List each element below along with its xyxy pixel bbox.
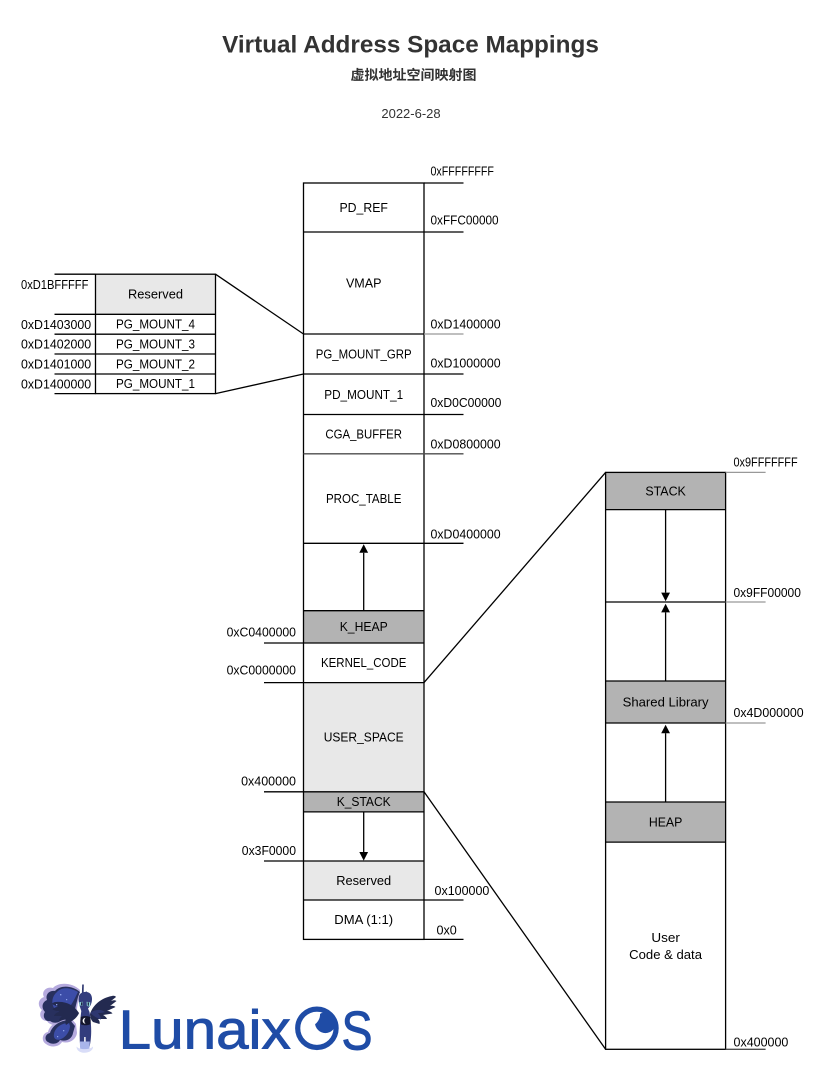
svg-text:0xD1000000: 0xD1000000 — [431, 355, 501, 370]
svg-text:0x0: 0x0 — [437, 923, 457, 938]
svg-text:0xD0C00000: 0xD0C00000 — [431, 395, 502, 410]
svg-text:0xD0800000: 0xD0800000 — [431, 436, 501, 451]
svg-text:0x100000: 0x100000 — [435, 883, 490, 898]
svg-text:USER_SPACE: USER_SPACE — [324, 730, 404, 745]
svg-text:Reserved: Reserved — [128, 287, 183, 302]
svg-text:0xFFFFFFFF: 0xFFFFFFFF — [431, 164, 494, 179]
svg-text:HEAP: HEAP — [649, 815, 683, 830]
svg-text:VMAP: VMAP — [346, 275, 382, 290]
svg-text:K_STACK: K_STACK — [337, 794, 391, 809]
svg-text:PG_MOUNT_GRP: PG_MOUNT_GRP — [316, 346, 412, 361]
svg-text:0xC0400000: 0xC0400000 — [227, 624, 296, 639]
svg-text:PROC_TABLE: PROC_TABLE — [326, 491, 402, 506]
svg-text:PG_MOUNT_4: PG_MOUNT_4 — [116, 317, 195, 332]
svg-text:User: User — [651, 930, 680, 945]
svg-text:PG_MOUNT_2: PG_MOUNT_2 — [116, 356, 195, 371]
svg-text:S: S — [342, 1000, 373, 1062]
svg-text:PD_MOUNT_1: PD_MOUNT_1 — [324, 387, 403, 402]
svg-text:0xD1400000: 0xD1400000 — [21, 377, 91, 392]
svg-text:STACK: STACK — [645, 483, 686, 498]
svg-text:Code & data: Code & data — [629, 947, 703, 962]
svg-text:0xD1402000: 0xD1402000 — [21, 337, 91, 352]
svg-text:0x9FF00000: 0x9FF00000 — [734, 585, 801, 600]
svg-text:0xD1403000: 0xD1403000 — [21, 317, 91, 332]
svg-text:0xD1BFFFFF: 0xD1BFFFFF — [21, 277, 88, 292]
svg-text:2022-6-28: 2022-6-28 — [381, 106, 440, 121]
svg-text:PG_MOUNT_1: PG_MOUNT_1 — [116, 376, 195, 391]
svg-text:0x4D000000: 0x4D000000 — [734, 705, 804, 720]
svg-text:KERNEL_CODE: KERNEL_CODE — [321, 655, 407, 670]
svg-text:0x3F0000: 0x3F0000 — [242, 843, 296, 858]
svg-text:0xFFC00000: 0xFFC00000 — [431, 212, 499, 227]
svg-text:CGA_BUFFER: CGA_BUFFER — [325, 426, 402, 441]
svg-text:K_HEAP: K_HEAP — [340, 619, 388, 634]
svg-text:Shared Library: Shared Library — [623, 694, 709, 709]
svg-text:Virtual Address Space Mappings: Virtual Address Space Mappings — [222, 31, 599, 58]
svg-text:Reserved: Reserved — [336, 873, 391, 888]
svg-text:0xC0000000: 0xC0000000 — [227, 662, 296, 677]
svg-text:PG_MOUNT_3: PG_MOUNT_3 — [116, 337, 195, 352]
svg-text:Lunaix: Lunaix — [119, 998, 291, 1060]
svg-text:0xD1400000: 0xD1400000 — [431, 316, 501, 331]
svg-text:0x9FFFFFFF: 0x9FFFFFFF — [734, 455, 798, 470]
svg-text:0xD0400000: 0xD0400000 — [431, 527, 501, 542]
svg-text:0x400000: 0x400000 — [241, 774, 296, 789]
svg-text:DMA (1:1): DMA (1:1) — [334, 912, 393, 927]
svg-text:0x400000: 0x400000 — [734, 1035, 789, 1050]
svg-text:0xD1401000: 0xD1401000 — [21, 357, 91, 372]
svg-text:PD_REF: PD_REF — [339, 200, 388, 215]
